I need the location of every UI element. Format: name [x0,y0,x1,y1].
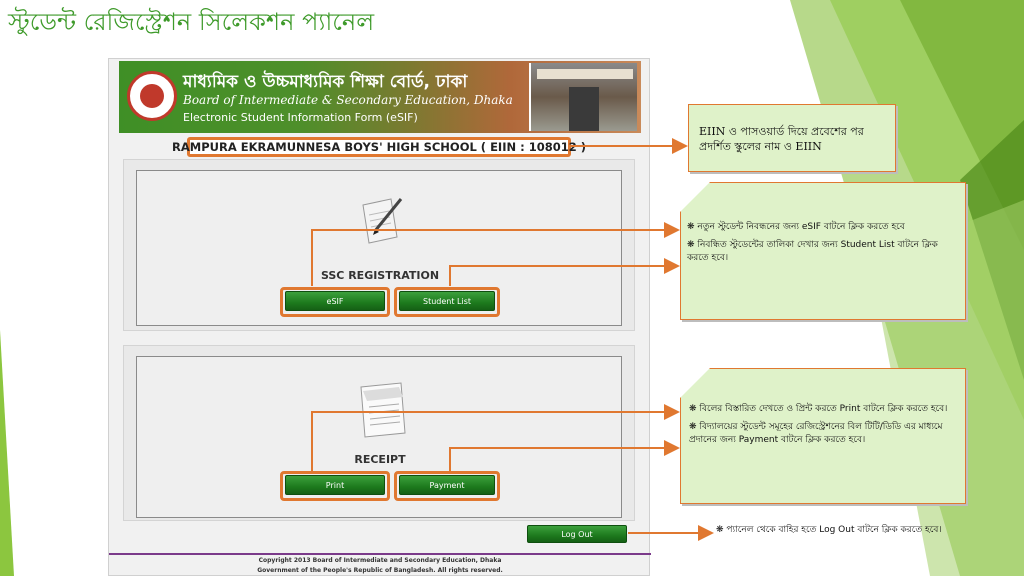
callout-student-list-text: ❋ নিবন্ধিত স্টুডেন্টের তালিকা দেখার জন্য… [687,239,938,264]
callout-eiin-text: EIIN ও পাসওয়ার্ড দিয়ে প্রবেশের পর প্রদ… [699,125,864,153]
footer-divider [109,553,651,555]
banner-title-bn: মাধ্যমিক ও উচ্চমাধ্যমিক শিক্ষা বোর্ড, ঢা… [183,72,468,92]
footer-rights: Government of the People's Republic of B… [257,567,503,574]
banner-subtitle: Electronic Student Information Form (eSI… [183,111,418,124]
receipt-label: RECEIPT [354,453,406,466]
school-name-label: RAMPURA EKRAMUNNESA BOYS' HIGH SCHOOL ( … [172,137,586,157]
ssc-registration-label: SSC REGISTRATION [320,269,440,282]
student-list-button[interactable]: Student List [399,291,495,311]
payment-highlight [394,471,500,501]
board-banner: মাধ্যমিক ও উচ্চমাধ্যমিক শিক্ষা বোর্ড, ঢা… [119,61,641,133]
callout-eiin: EIIN ও পাসওয়ার্ড দিয়ে প্রবেশের পর প্রদ… [688,104,896,172]
esif-highlight [280,287,390,317]
logout-button[interactable]: Log Out [527,525,627,543]
student-list-highlight [394,287,500,317]
receipt-panel: RECEIPT Print Payment [123,345,635,521]
callout-esif-text: ❋ নতুন স্টুডেন্ট নিবন্ধনের জন্য eSIF বাট… [687,222,905,232]
callout-receipt: ❋ বিলের বিস্তারিত দেখতে ও প্রিন্ট করতে P… [680,368,966,504]
board-logo-icon [127,71,177,121]
slide-title: স্টুডেন্ট রেজিস্ট্রেশন সিলেকশন প্যানেল [8,8,375,36]
payment-button[interactable]: Payment [399,475,495,495]
document-pen-icon [362,198,403,244]
footer-copyright: Copyright 2013 Board of Intermediate and… [258,557,502,564]
callout-print-text: ❋ বিলের বিস্তারিত দেখতে ও প্রিন্ট করতে P… [689,404,948,414]
banner-title-en: Board of Intermediate & Secondary Educat… [183,93,513,107]
ssc-registration-panel: SSC REGISTRATION eSIF Student List [123,159,635,331]
callout-registration: ❋ নতুন স্টুডেন্ট নিবন্ধনের জন্য eSIF বাট… [680,182,966,320]
print-highlight [280,471,390,501]
board-building-photo [529,63,637,131]
callout-payment-text: ❋ বিদ্যালয়ের স্টুডেন্ট সমূহের রেজিস্ট্র… [689,421,943,446]
print-button[interactable]: Print [285,475,385,495]
receipt-icon [360,382,406,438]
esif-button[interactable]: eSIF [285,291,385,311]
callout-logout-text: ❋ প্যানেল থেকে বাহির হতে Log Out বাটনে ক… [716,525,942,535]
esif-panel-screenshot: মাধ্যমিক ও উচ্চমাধ্যমিক শিক্ষা বোর্ড, ঢা… [108,58,651,576]
